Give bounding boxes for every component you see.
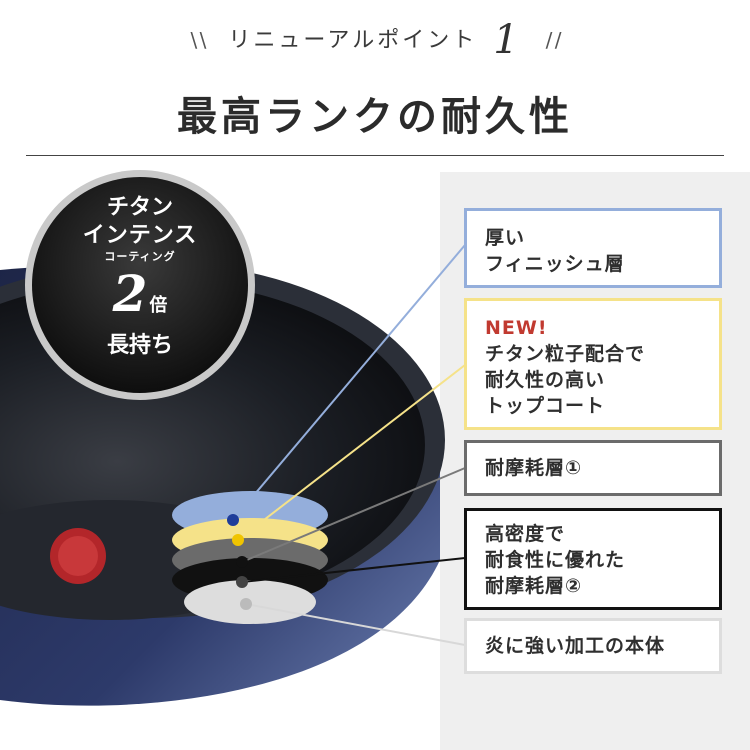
point-subtitle: \ \ リニューアルポイント 1 / / [0, 20, 750, 60]
layer-text: 耐食性に優れた [485, 549, 626, 571]
badge-line-2: インテンス [82, 223, 198, 248]
subtitle-text: リニューアルポイント [228, 28, 478, 53]
layer-text: 厚い [485, 227, 526, 249]
layer-card-body: 炎に強い加工の本体 [464, 618, 722, 674]
connector-lines [232, 244, 466, 646]
badge-multiplier-unit: 倍 [149, 295, 168, 316]
layer-dot-top [232, 534, 244, 546]
layer-dot-finish [227, 514, 239, 526]
divider [26, 155, 724, 156]
layer-dot-wear1 [236, 556, 248, 568]
header: \ \ リニューアルポイント 1 / / 最高ランクの耐久性 [0, 0, 750, 160]
layer-dot-body [240, 598, 252, 610]
layer-card-wear-1: 耐摩耗層① [464, 440, 722, 496]
layer-card-wear-2: 高密度で 耐食性に優れた 耐摩耗層② [464, 508, 722, 610]
layer-card-topcoat: NEW! チタン粒子配合で 耐久性の高い トップコート [464, 298, 722, 430]
layer-text: 耐摩耗層② [485, 575, 583, 597]
layer-card-finish: 厚い フィニッシュ層 [464, 208, 722, 288]
slash-left-icon: \ \ [190, 28, 206, 52]
badge-line-5: 長持ち [106, 333, 173, 358]
badge-circle [32, 177, 248, 393]
new-label: NEW! [485, 317, 548, 339]
layer-text: 高密度で [485, 523, 566, 545]
badge-multiplier-number: 2 [112, 264, 148, 323]
layer-text: 耐摩耗層① [485, 457, 583, 479]
layer-text: 炎に強い加工の本体 [485, 635, 666, 657]
layer-dot-wear2 [236, 576, 248, 588]
layer-text: トップコート [485, 395, 606, 417]
page-title: 最高ランクの耐久性 [177, 94, 573, 140]
point-number: 1 [493, 17, 522, 63]
layer-text: フィニッシュ層 [485, 253, 625, 275]
layer-text: 耐久性の高い [485, 369, 606, 391]
badge-line-3: コーティング [104, 250, 176, 263]
badge-line-1: チタン [106, 195, 173, 220]
layer-text: チタン粒子配合で [485, 343, 646, 365]
slash-right-icon: / / [545, 28, 562, 52]
